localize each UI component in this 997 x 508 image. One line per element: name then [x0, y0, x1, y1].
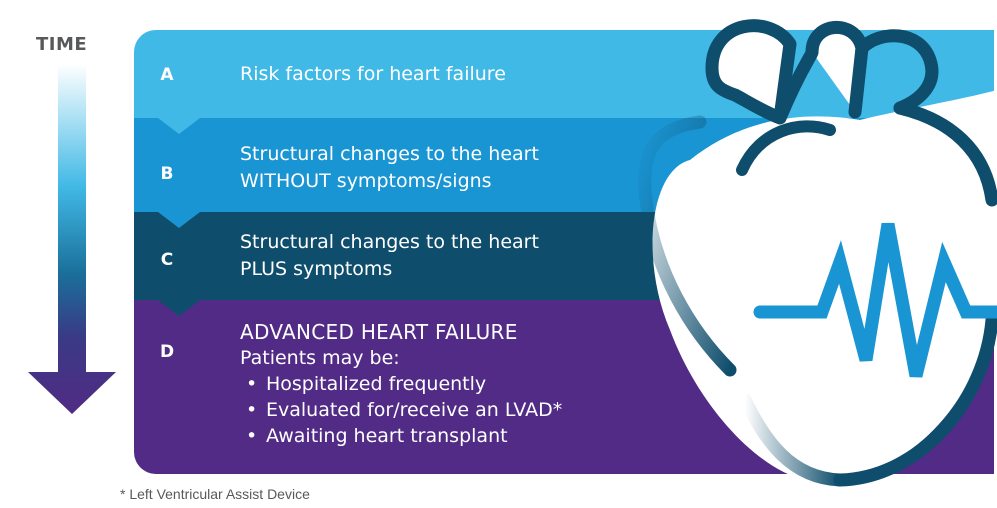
- heartbeat-line-icon: [753, 222, 997, 378]
- list-item: Evaluated for/receive an LVAD*: [240, 397, 562, 423]
- stage-b-line-2: WITHOUT symptoms/signs: [240, 170, 492, 192]
- stage-a-text: Risk factors for heart failure: [240, 61, 506, 88]
- stage-d-subheading: Patients may be:: [240, 347, 400, 369]
- stage-c-letter: C: [160, 250, 174, 270]
- stage-d-heading: ADVANCED HEART FAILURE: [240, 320, 518, 344]
- stage-a-line-1: Risk factors for heart failure: [240, 63, 506, 85]
- time-arrow-icon: [28, 64, 116, 414]
- list-item: Hospitalized frequently: [240, 371, 562, 397]
- stage-b-letter: B: [160, 164, 174, 184]
- stage-c-text: Structural changes to the heart PLUS sym…: [240, 229, 539, 283]
- stage-c-line-1: Structural changes to the heart: [240, 231, 539, 253]
- stage-b-line-1: Structural changes to the heart: [240, 143, 539, 165]
- stage-d-text: ADVANCED HEART FAILURE Patients may be: …: [240, 319, 562, 449]
- list-item: Awaiting heart transplant: [240, 423, 562, 449]
- time-label: TIME: [36, 34, 88, 55]
- stage-c-line-2: PLUS symptoms: [240, 258, 393, 280]
- stage-b-text: Structural changes to the heart WITHOUT …: [240, 141, 539, 195]
- footnote: * Left Ventricular Assist Device: [120, 486, 310, 502]
- stage-d-bullet-list: Hospitalized frequently Evaluated for/re…: [240, 371, 562, 449]
- stage-d-letter: D: [159, 342, 175, 362]
- stage-a-letter: A: [160, 65, 174, 85]
